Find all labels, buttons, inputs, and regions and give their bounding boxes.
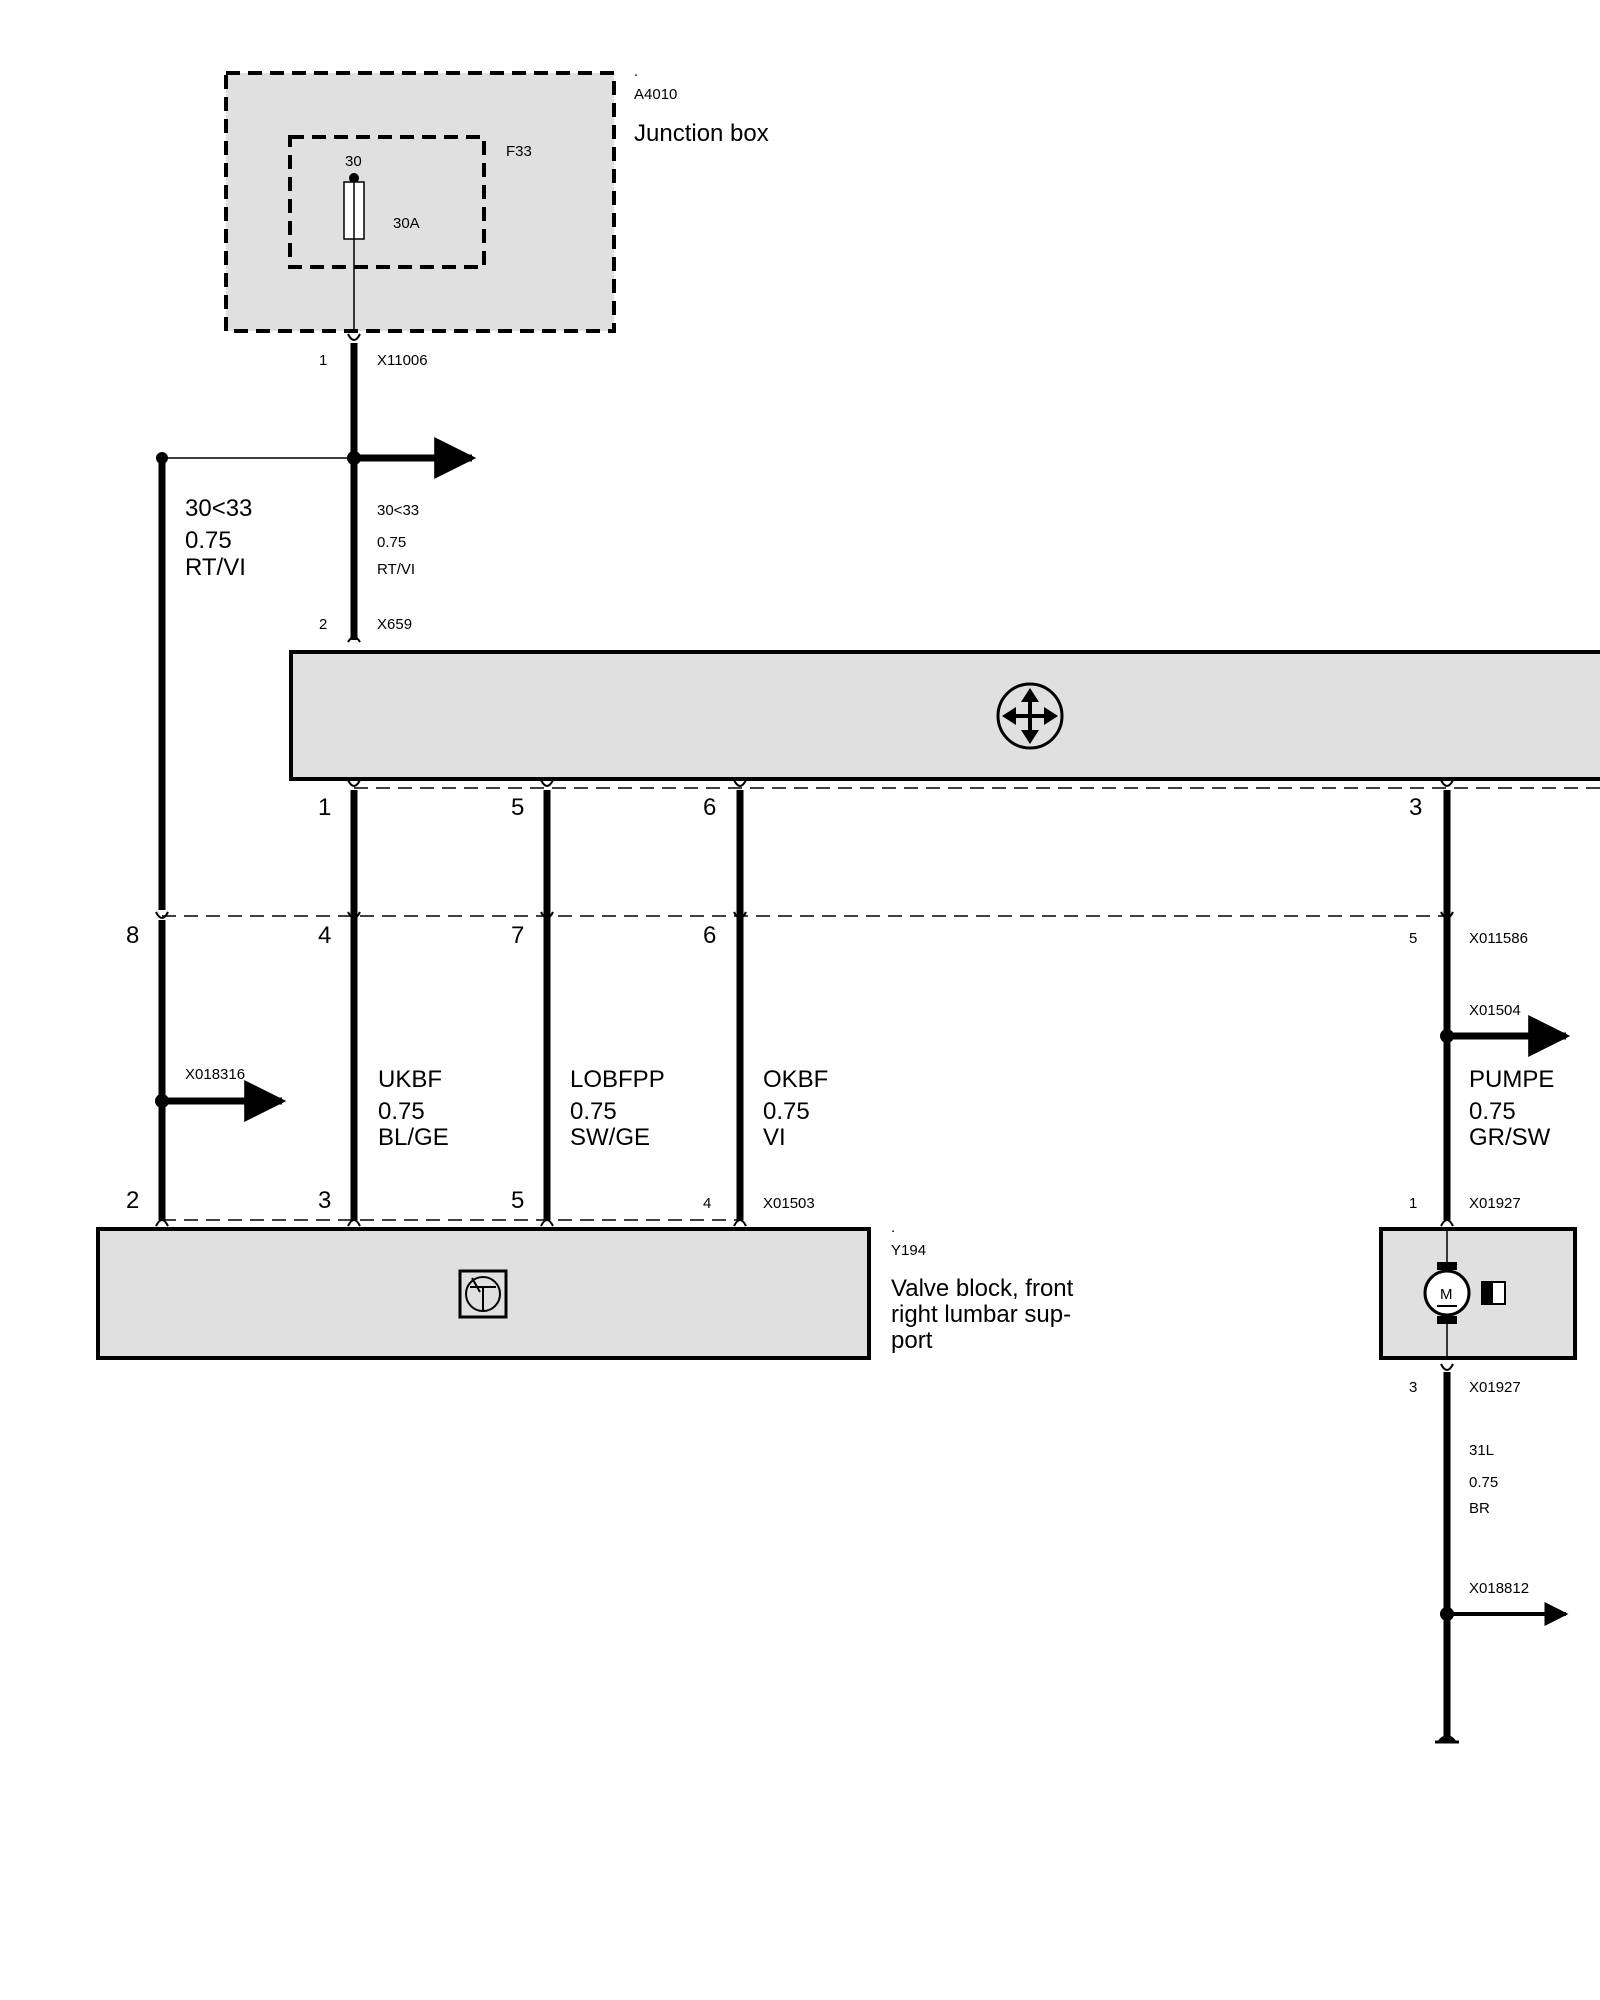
svg-text:LOBFPP: LOBFPP <box>570 1066 665 1093</box>
mid-pin-5: 5 <box>1409 930 1417 947</box>
connector-hook-x11006 <box>347 333 361 341</box>
cm-pin-3: 3 <box>1409 794 1422 821</box>
svg-text:UKBF: UKBF <box>378 1066 442 1093</box>
valve-block-desc-3: port <box>891 1327 933 1354</box>
svg-text:0.75: 0.75 <box>1469 1098 1516 1125</box>
four-way-arrow-icon <box>996 682 1064 750</box>
splice-x018316-code: X018316 <box>185 1066 245 1083</box>
junction-box-dot: . <box>634 63 638 80</box>
mid-pin-7: 7 <box>511 922 524 949</box>
fuse-terminal-label: 30 <box>345 153 362 170</box>
control-module <box>289 650 1600 789</box>
vb-pin-3: 3 <box>318 1187 331 1214</box>
pump-motor-box <box>1379 1227 1577 1360</box>
cm-connector-hooks <box>347 779 1454 787</box>
valve-block-dot: . <box>891 1219 895 1236</box>
wire-31l-name: 31L <box>1469 1442 1494 1459</box>
splice-dot-x018316 <box>155 1094 169 1108</box>
splice-x01504-code: X01504 <box>1469 1002 1521 1019</box>
vb-pin-2: 2 <box>126 1187 139 1214</box>
ground-icon <box>1435 1735 1459 1744</box>
wire-31l-color: BR <box>1469 1500 1490 1517</box>
wire-30-right-gauge: 0.75 <box>377 534 406 551</box>
cm-pin-6: 6 <box>703 794 716 821</box>
cm-pin-5: 5 <box>511 794 524 821</box>
mid-pin-6: 6 <box>703 922 716 949</box>
splice-dot-x01504 <box>1440 1029 1454 1043</box>
valve-block: . Y194 Valve block, front right lumbar s… <box>96 1219 1074 1360</box>
wire-label-lobfpp: LOBFPP 0.75 SW/GE <box>570 1066 665 1151</box>
control-module-box <box>289 650 1600 781</box>
junction-box: 30 30A F33 . A4010 Junction box <box>224 63 769 333</box>
vb-connector-code: X01503 <box>763 1195 815 1212</box>
motor-icon <box>1423 1269 1471 1317</box>
junction-box-code: A4010 <box>634 86 677 103</box>
wire-30-left-name: 30<33 <box>185 495 252 522</box>
fuse-rating-label: 30A <box>393 215 420 232</box>
svg-text:0.75: 0.75 <box>763 1098 810 1125</box>
svg-text:SW/GE: SW/GE <box>570 1124 650 1151</box>
splice-dot-main <box>347 451 361 465</box>
x11006-code: X11006 <box>377 352 428 369</box>
wire-label-pumpe: PUMPE 0.75 GR/SW <box>1469 1066 1554 1151</box>
wire-31l-gauge: 0.75 <box>1469 1474 1498 1491</box>
splice-x018812-code: X018812 <box>1469 1580 1529 1597</box>
pump-bottom-pin: 3 <box>1409 1379 1417 1396</box>
svg-text:BL/GE: BL/GE <box>378 1124 449 1151</box>
fuse-holder-outline <box>288 135 486 269</box>
vb-pin-5: 5 <box>511 1187 524 1214</box>
wire-30-right-color: RT/VI <box>377 561 415 578</box>
wire-label-ukbf: UKBF 0.75 BL/GE <box>378 1066 449 1151</box>
pump-motor: M <box>1379 1227 1577 1360</box>
mid-pin-4: 4 <box>318 922 331 949</box>
junction-box-name: Junction box <box>634 120 769 147</box>
svg-text:VI: VI <box>763 1124 786 1151</box>
x659-code: X659 <box>377 616 412 633</box>
connector-hook-pump-bottom <box>1440 1363 1454 1371</box>
svg-text:GR/SW: GR/SW <box>1469 1124 1551 1151</box>
wire-label-okbf: OKBF 0.75 VI <box>763 1066 828 1151</box>
x11006-pin: 1 <box>319 352 327 369</box>
svg-text:OKBF: OKBF <box>763 1066 828 1093</box>
vb-pin-4: 4 <box>703 1195 711 1212</box>
valve-block-desc-2: right lumbar sup- <box>891 1301 1071 1328</box>
valve-icon <box>458 1269 508 1319</box>
pump-top-pin: 1 <box>1409 1195 1417 1212</box>
mid-pin-8: 8 <box>126 922 139 949</box>
fuse-id-label: F33 <box>506 143 532 160</box>
svg-text:0.75: 0.75 <box>378 1098 425 1125</box>
wire-30-right-name: 30<33 <box>377 502 419 519</box>
middle-connector-hooks <box>155 911 1454 919</box>
pump-bottom-connector: X01927 <box>1469 1379 1521 1396</box>
mid-connector-code: X011586 <box>1469 930 1528 947</box>
connector-hook-pump-top <box>1440 1219 1454 1227</box>
valve-block-connector-hooks <box>155 1219 747 1227</box>
splice-dot-x018812 <box>1440 1607 1454 1621</box>
wire-30-left-color: RT/VI <box>185 554 246 581</box>
connector-hook-x659 <box>347 636 361 643</box>
svg-text:0.75: 0.75 <box>570 1098 617 1125</box>
valve-block-desc-1: Valve block, front <box>891 1275 1074 1302</box>
valve-block-code: Y194 <box>891 1242 926 1259</box>
cm-pin-1: 1 <box>318 794 331 821</box>
motor-symbol: M <box>1440 1286 1453 1303</box>
wire-30-left-gauge: 0.75 <box>185 527 232 554</box>
pump-top-connector: X01927 <box>1469 1195 1521 1212</box>
x659-pin: 2 <box>319 616 327 633</box>
svg-text:PUMPE: PUMPE <box>1469 1066 1554 1093</box>
